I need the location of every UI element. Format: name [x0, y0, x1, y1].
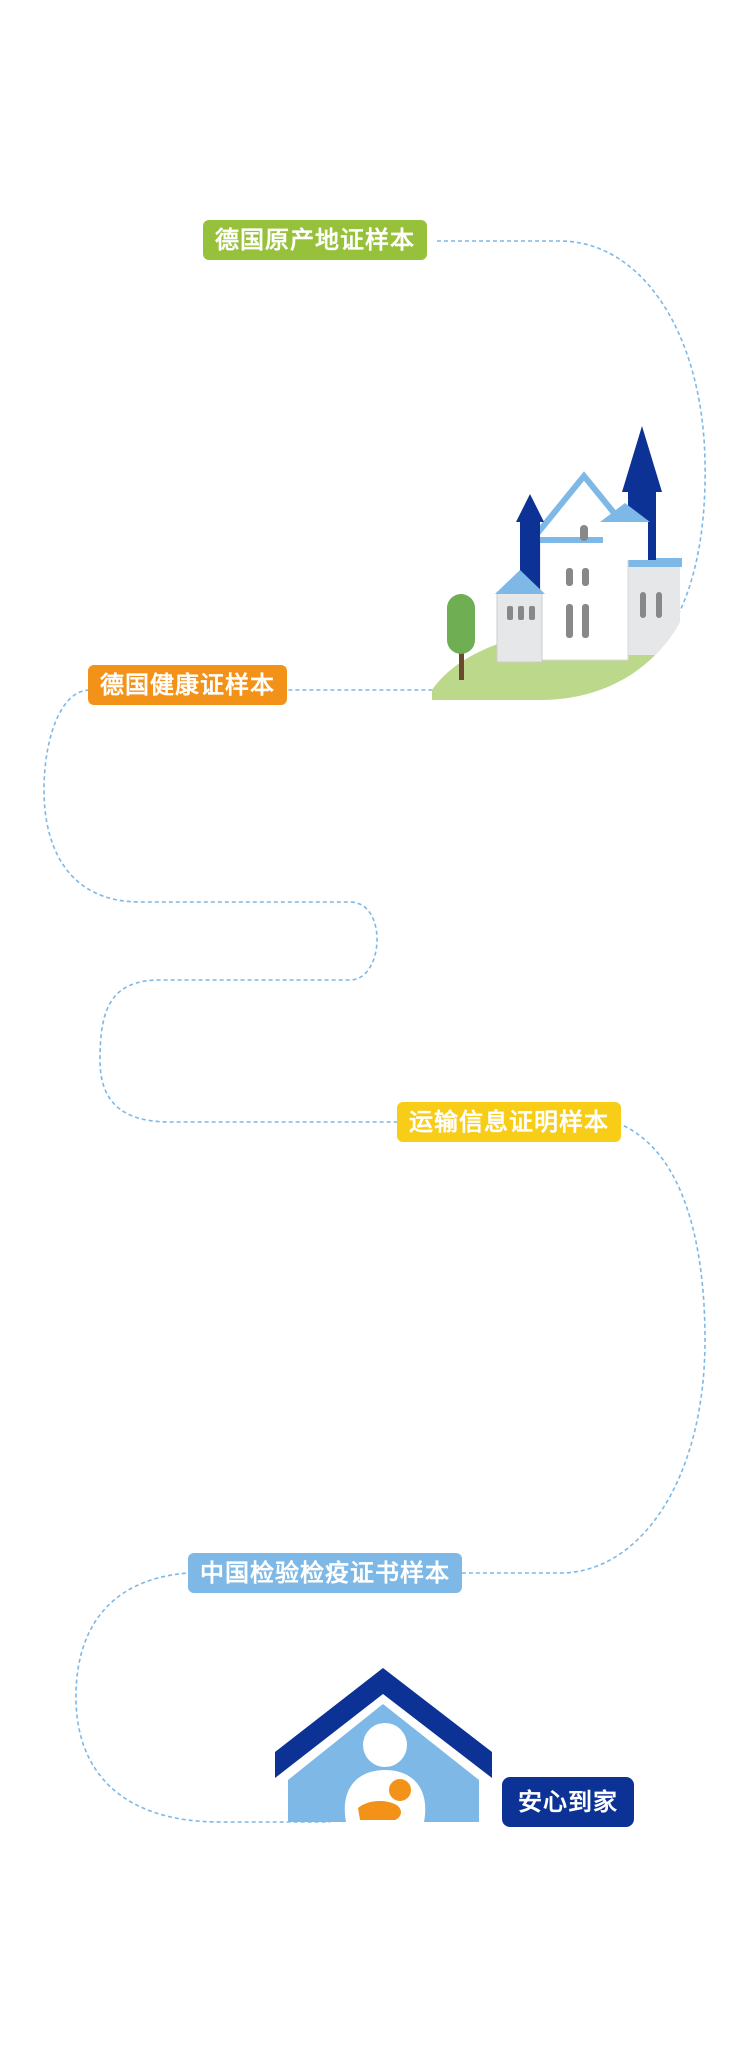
step-health-certificate-label: 德国健康证样本 [88, 665, 287, 705]
step-transport-certificate-label: 运输信息证明样本 [397, 1102, 621, 1142]
tree-icon [447, 594, 475, 680]
step-origin-certificate-label: 德国原产地证样本 [203, 220, 427, 260]
castle-icon [432, 426, 700, 700]
home-mother-child-icon [275, 1668, 492, 1822]
dashed-route-path [43, 240, 706, 1823]
step-home-delivery-label: 安心到家 [502, 1777, 634, 1827]
step-inspection-certificate-label: 中国检验检疫证书样本 [188, 1553, 462, 1593]
